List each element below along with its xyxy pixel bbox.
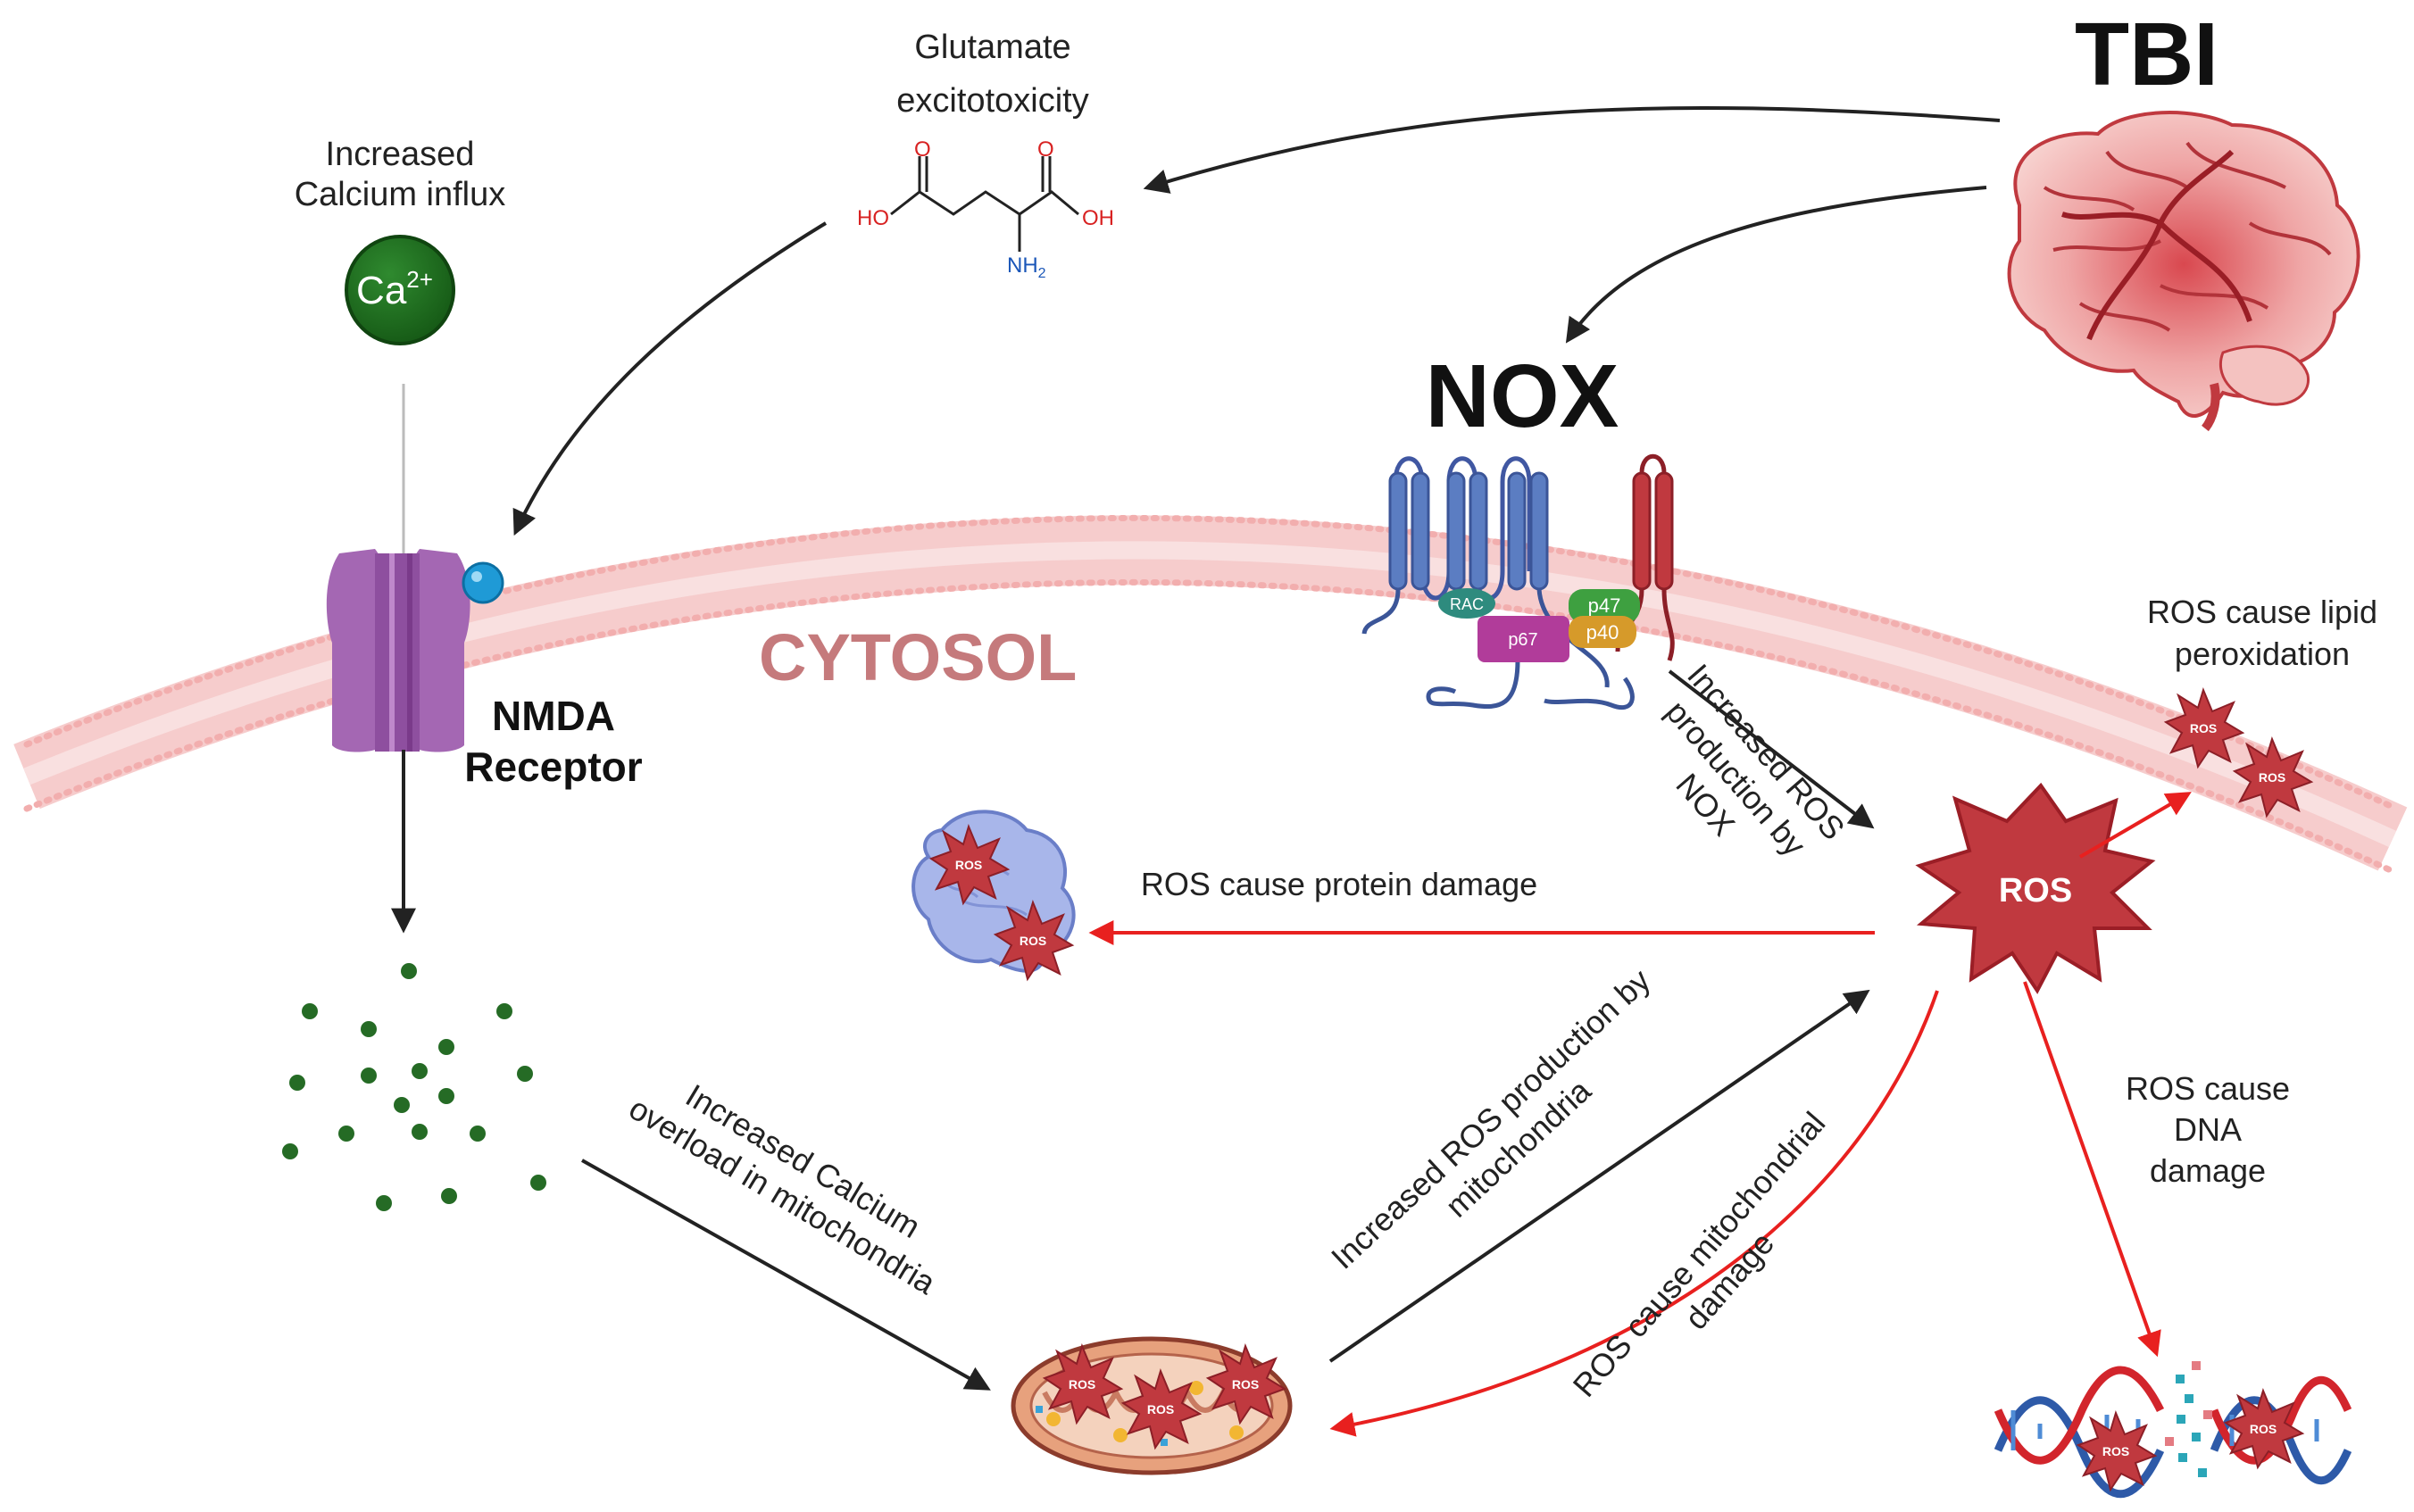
- dna-label-line1: ROS cause: [2126, 1070, 2290, 1107]
- calcium-overload-label: Increased Calcium overload in mitochondr…: [623, 1076, 943, 1301]
- protein-ros-badge-2: ROS: [993, 900, 1075, 982]
- calcium-label-line1: Increased: [326, 136, 475, 173]
- brain-icon: [2007, 111, 2360, 432]
- arrow-ros-to-mitochondria: [1329, 990, 1939, 1437]
- nox-production-label: Increased ROS production by NOX: [1659, 657, 1852, 863]
- arrows: [512, 105, 2192, 1437]
- mito-damage-label: ROS cause mitochondrial damage: [1566, 1105, 1833, 1404]
- dna-ros-text-1: ROS: [2102, 1444, 2129, 1458]
- nox-complex-icon: RAC p67 p47 p40: [1361, 453, 1675, 710]
- nox-rac-label: RAC: [1450, 595, 1484, 613]
- arrow-tbi-to-glutamate: [1143, 105, 2001, 194]
- nox-p47-label: p47: [1588, 594, 1621, 617]
- protein-ros-badge-1: ROS: [928, 824, 1011, 906]
- lipid-ros-badge-2: ROS: [2232, 736, 2314, 818]
- lipid-ros-badge-1: ROS: [2163, 687, 2245, 769]
- mito-production-line1: Increased ROS production by: [1324, 962, 1657, 1276]
- glutamate-label-line2: excitotoxicity: [896, 82, 1088, 120]
- dna-label-line3: damage: [2150, 1152, 2266, 1189]
- dna-ros-badge-1: ROS: [2076, 1410, 2158, 1492]
- dna-icon: [1994, 1361, 2352, 1499]
- mito-ros-text-1: ROS: [1069, 1377, 1095, 1392]
- tbi-label: TBI: [2075, 4, 2218, 104]
- nmda-label-line1: NMDA: [492, 693, 615, 739]
- dna-ros-text-2: ROS: [2250, 1422, 2277, 1436]
- nox-p67-label: p67: [1508, 630, 1537, 650]
- lipid-ros-text-1: ROS: [2190, 721, 2217, 735]
- mito-production-label: Increased ROS production by mitochondria: [1324, 962, 1657, 1276]
- mito-ros-text-2: ROS: [1147, 1402, 1174, 1416]
- mito-ros-badge-2: ROS: [1120, 1368, 1203, 1450]
- ros-star-icon: [1915, 782, 2156, 994]
- protein-ros-text-1: ROS: [955, 858, 982, 872]
- arrow-ros-to-dna: [2023, 981, 2161, 1358]
- arrow-nox-to-ros: [1668, 669, 1875, 829]
- arrow-mitochondria-to-ros: [1328, 989, 1870, 1363]
- protein-damage-label: ROS cause protein damage: [1141, 866, 1537, 902]
- dna-label-line2: DNA: [2174, 1111, 2242, 1148]
- glutamate-o-left: O: [914, 137, 931, 162]
- dna-ros-badge-2: ROS: [2223, 1388, 2305, 1470]
- nmda-label-line2: Receptor: [464, 744, 642, 790]
- glutamate-label-line1: Glutamate: [914, 29, 1070, 66]
- protein-ros-text-2: ROS: [1020, 934, 1046, 948]
- nox-p40-label: p40: [1586, 621, 1619, 644]
- calcium-particles: [282, 963, 546, 1211]
- calcium-ion-symbol: Ca2+: [356, 266, 433, 312]
- lipid-ros-text-2: ROS: [2259, 770, 2285, 785]
- glutamate-o-right: O: [1037, 137, 1054, 162]
- arrow-calcium-to-mitochondria: [581, 1159, 991, 1391]
- mito-ros-badge-1: ROS: [1042, 1343, 1124, 1425]
- lipid-label-line1: ROS cause lipid: [2147, 594, 2377, 630]
- glutamate-oh: OH: [1082, 206, 1114, 230]
- arrow-glutamate-to-nmda: [512, 221, 828, 536]
- arrow-ros-to-lipid: [2078, 792, 2192, 859]
- calcium-label-line2: Calcium influx: [295, 176, 506, 213]
- ros-label: ROS: [1999, 872, 2072, 910]
- mito-ros-badge-3: ROS: [1205, 1343, 1287, 1425]
- glutamate-ho: HO: [857, 206, 889, 230]
- arrow-tbi-to-nox: [1565, 186, 1987, 344]
- mito-ros-text-3: ROS: [1232, 1377, 1259, 1392]
- cytosol-label: CYTOSOL: [759, 620, 1077, 694]
- glutamate-molecule-icon: HO O O OH NH2: [857, 137, 1114, 281]
- calcium-ion-icon: Ca2+: [345, 235, 455, 345]
- mito-damage-line1: ROS cause mitochondrial: [1566, 1105, 1833, 1404]
- nox-label: NOX: [1426, 346, 1619, 446]
- lipid-label-line2: peroxidation: [2175, 636, 2350, 672]
- nmda-receptor-icon: [326, 549, 504, 752]
- glutamate-nh2: NH2: [1007, 253, 1046, 281]
